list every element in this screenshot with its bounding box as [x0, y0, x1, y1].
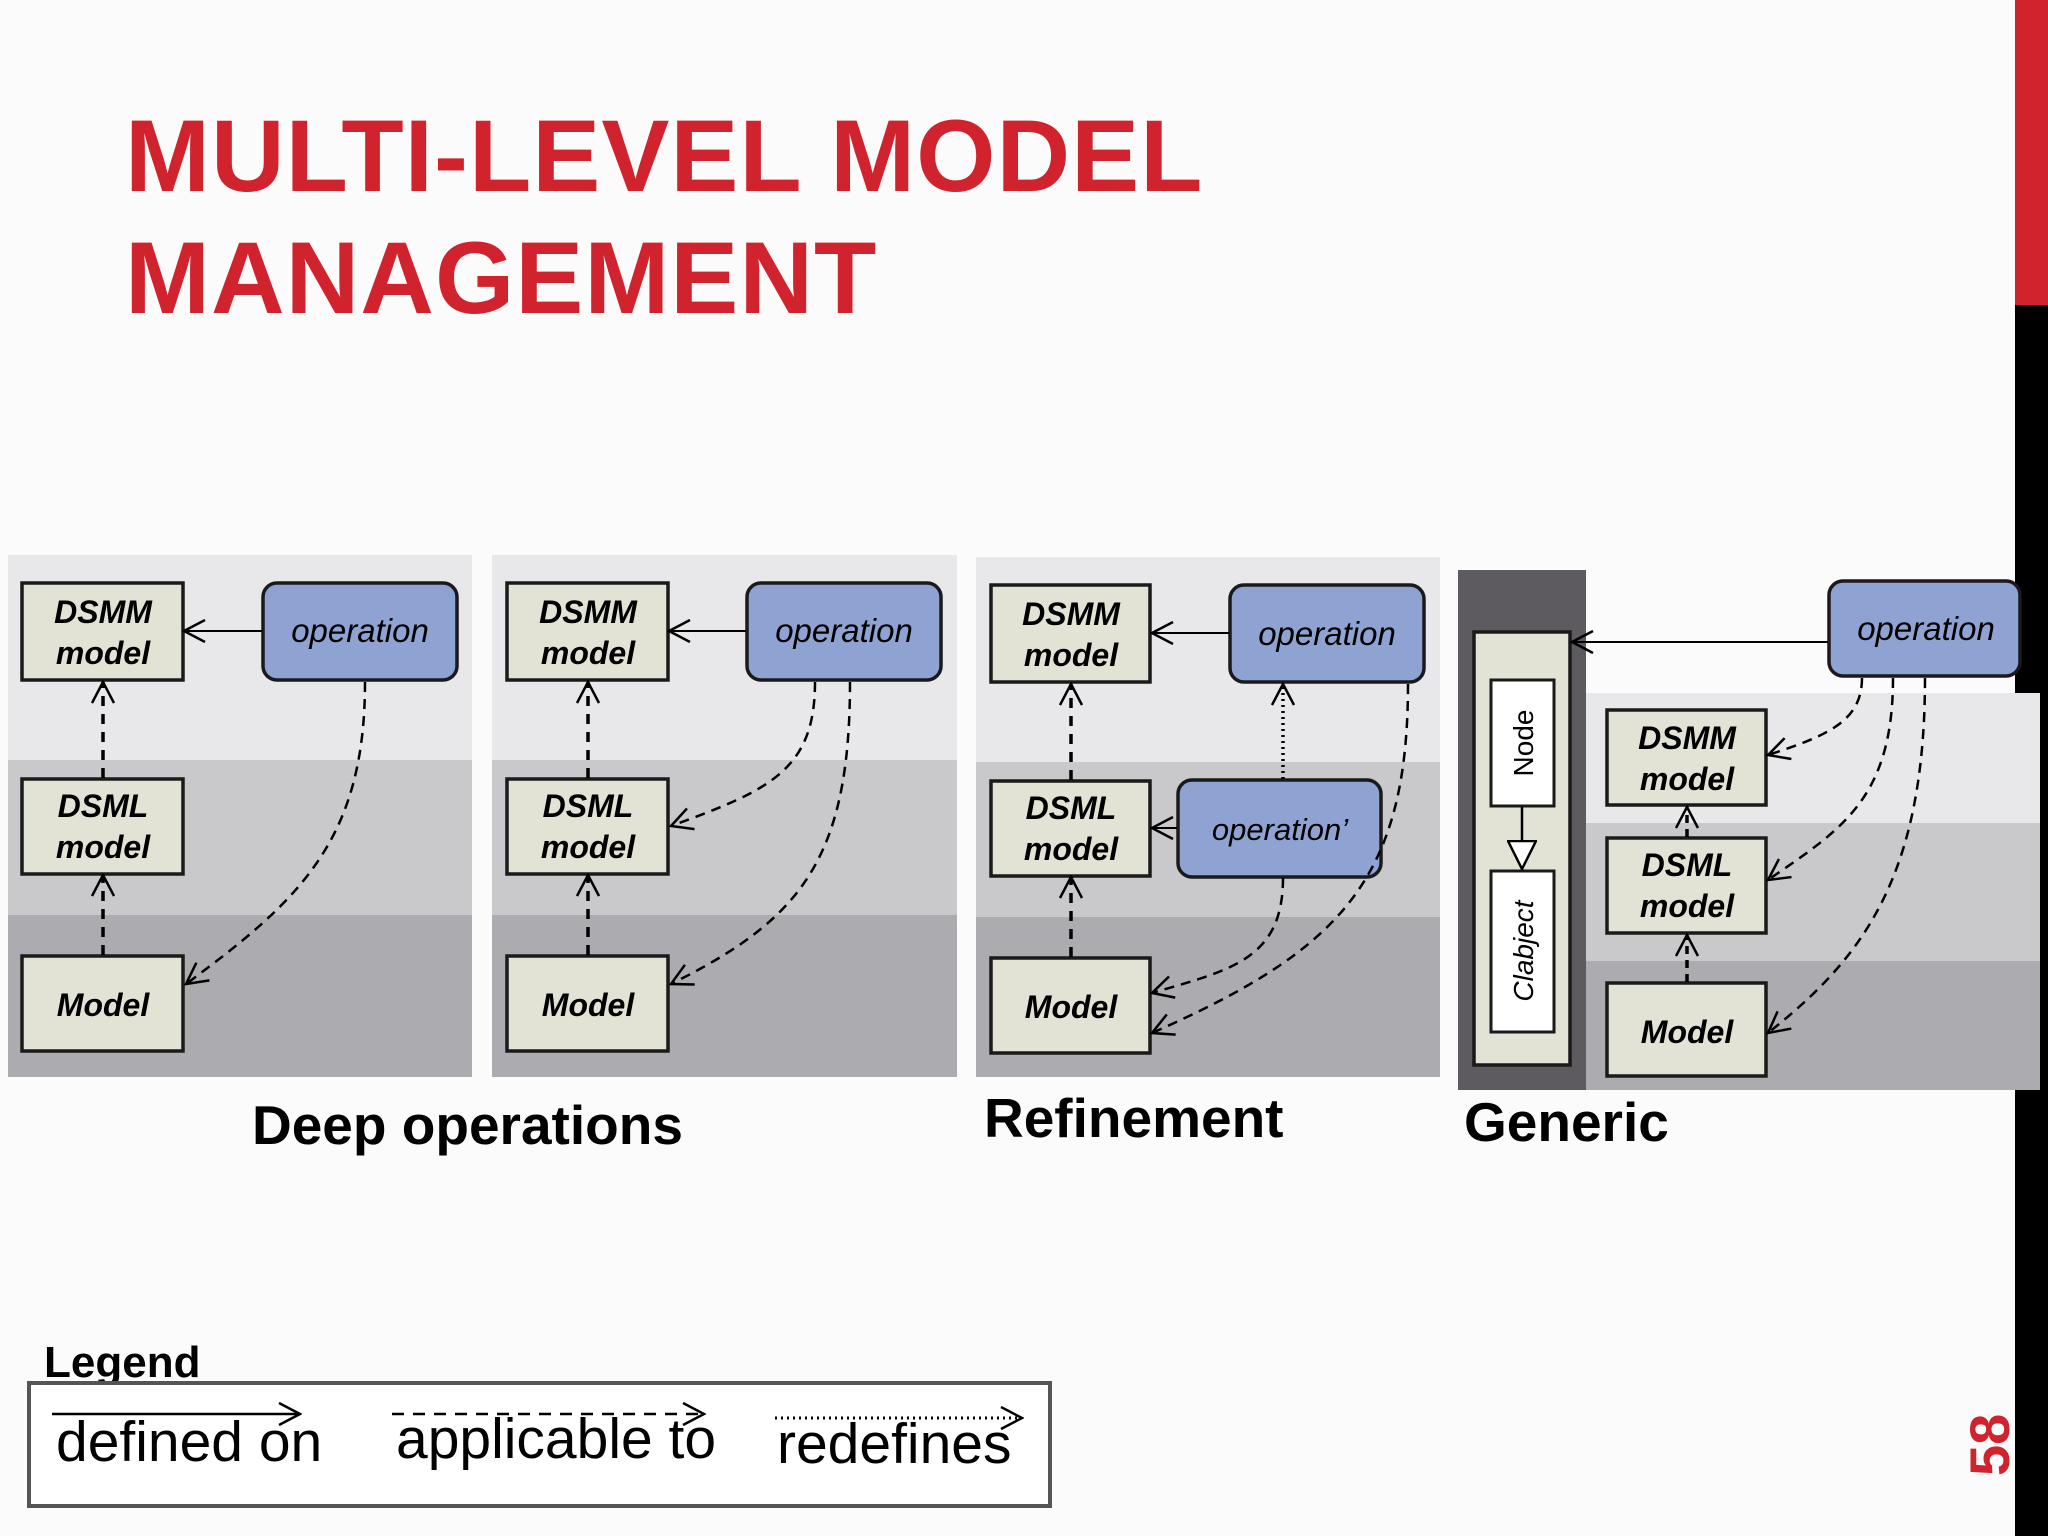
- slide-title: MULTI-LEVEL MODEL MANAGEMENT: [125, 95, 1204, 339]
- svg-text:DSMM: DSMM: [1022, 596, 1121, 632]
- operation-box: operation: [745, 581, 943, 682]
- svg-text:model: model: [1640, 888, 1735, 924]
- svg-text:DSML: DSML: [1642, 847, 1733, 883]
- model-box: Model: [20, 954, 185, 1053]
- operation-box: operation: [261, 581, 459, 682]
- operation-box: operation: [1827, 579, 2022, 678]
- applicable-to-arrow: [1152, 683, 1410, 1033]
- node-box: Node: [1489, 678, 1556, 808]
- title-line-2: MANAGEMENT: [125, 221, 878, 335]
- panel-generic: Node Clabject operation DSMM model DSML …: [1458, 570, 2040, 1090]
- dsmm-model-box: DSMM model: [1605, 708, 1768, 807]
- svg-text:model: model: [541, 829, 636, 865]
- operation-box: operation: [1228, 583, 1426, 684]
- applicable-to-arrow: [1768, 677, 1927, 1033]
- dsml-model-box: DSML model: [505, 777, 670, 876]
- caption-deep-operations: Deep operations: [252, 1094, 683, 1156]
- dsml-model-box: DSML model: [1605, 836, 1768, 935]
- svg-text:DSMM: DSMM: [1638, 720, 1737, 756]
- title-line-1: MULTI-LEVEL MODEL: [125, 99, 1204, 213]
- clabject-box: Clabject: [1489, 869, 1556, 1034]
- svg-text:model: model: [56, 635, 151, 671]
- model-box: Model: [1605, 981, 1768, 1078]
- applicable-to-arrow: [1768, 677, 1864, 755]
- svg-text:model: model: [1024, 637, 1119, 673]
- legend-redefines-label: redefines: [777, 1412, 1012, 1476]
- svg-text:Clabject: Clabject: [1508, 899, 1539, 1001]
- dsmm-model-box: DSMM model: [989, 583, 1152, 684]
- legend-applicable-to-label: applicable to: [396, 1407, 717, 1471]
- svg-text:DSML: DSML: [58, 788, 149, 824]
- svg-text:model: model: [1024, 831, 1119, 867]
- svg-text:Model: Model: [57, 987, 151, 1023]
- svg-text:model: model: [56, 829, 151, 865]
- svg-text:operation’: operation’: [1212, 812, 1349, 847]
- panel-deep-a: DSMM model operation DSML model Model: [8, 555, 472, 1077]
- svg-text:DSMM: DSMM: [539, 594, 638, 630]
- svg-text:operation: operation: [291, 612, 429, 649]
- applicable-to-arrow: [1152, 877, 1285, 993]
- svg-text:model: model: [1640, 761, 1735, 797]
- svg-text:Model: Model: [542, 987, 636, 1023]
- model-box: Model: [989, 956, 1152, 1055]
- svg-text:operation: operation: [1258, 615, 1396, 652]
- svg-text:DSML: DSML: [1026, 790, 1117, 826]
- svg-text:Node: Node: [1508, 710, 1539, 777]
- sidebar-accent-red: [2015, 0, 2048, 305]
- caption-refinement: Refinement: [984, 1087, 1284, 1149]
- operation-prime-box: operation’: [1176, 778, 1383, 879]
- applicable-to-arrow: [186, 681, 367, 984]
- svg-text:DSMM: DSMM: [54, 594, 153, 630]
- svg-text:Model: Model: [1025, 989, 1119, 1025]
- applicable-to-arrow: [671, 681, 852, 984]
- legend-title: Legend: [44, 1338, 201, 1387]
- legend-box: [27, 1381, 1052, 1508]
- panel-refinement: DSMM model operation DSML model operatio…: [976, 557, 1440, 1077]
- svg-text:model: model: [541, 635, 636, 671]
- svg-text:DSML: DSML: [543, 788, 634, 824]
- svg-text:operation: operation: [775, 612, 913, 649]
- applicable-to-arrow: [1768, 677, 1895, 880]
- svg-text:Model: Model: [1641, 1014, 1735, 1050]
- dsml-model-box: DSML model: [20, 777, 185, 876]
- panel-deep-b: DSMM model operation DSML model Model: [492, 555, 957, 1077]
- caption-generic: Generic: [1464, 1091, 1669, 1153]
- model-box: Model: [505, 954, 670, 1053]
- svg-text:operation: operation: [1857, 610, 1995, 647]
- legend-defined-on-label: defined on: [56, 1410, 323, 1474]
